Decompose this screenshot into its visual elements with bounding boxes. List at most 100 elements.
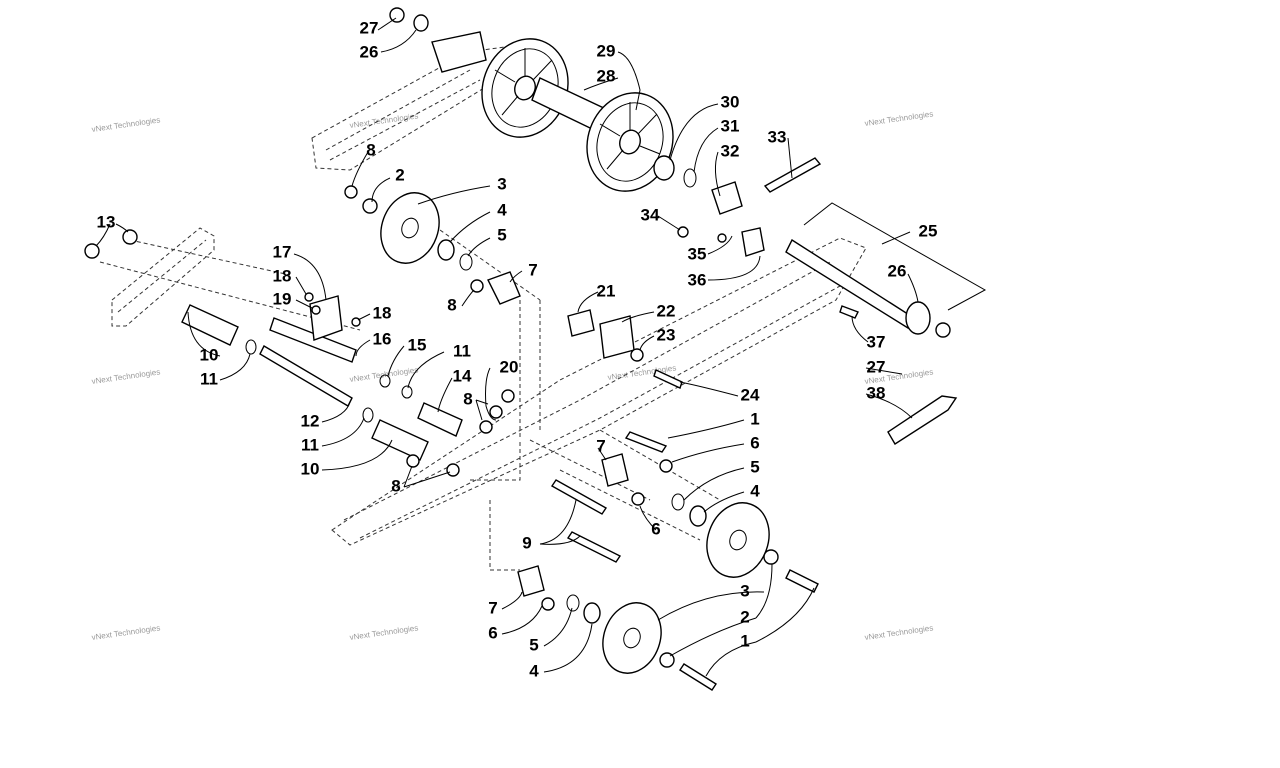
leader	[187, 311, 221, 357]
bearing-4-a	[437, 239, 455, 261]
callout-18: 18	[373, 303, 392, 322]
callout-21: 21	[597, 281, 616, 300]
callout-19: 19	[273, 289, 292, 308]
washer-2-a	[362, 198, 378, 214]
callout-3: 3	[740, 581, 749, 600]
callout-26: 26	[360, 42, 379, 61]
callout-1: 1	[740, 631, 749, 650]
bolt-1-c	[679, 663, 717, 691]
callout-8: 8	[463, 389, 472, 408]
callout-4: 4	[497, 200, 507, 219]
bracket-17	[309, 295, 343, 341]
callout-5: 5	[497, 225, 506, 244]
leader	[577, 291, 599, 313]
leader	[755, 563, 773, 619]
callout-15: 15	[408, 335, 427, 354]
wheel-29-left	[481, 38, 569, 138]
leader-lines	[95, 17, 919, 677]
ring-5-a	[459, 253, 473, 271]
callout-32: 32	[721, 141, 740, 160]
callout-12: 12	[301, 411, 320, 430]
callout-33: 33	[768, 127, 787, 146]
ring-31	[683, 168, 697, 188]
watermark: vNext Technologies	[91, 367, 161, 386]
callout-5: 5	[750, 457, 759, 476]
callout-8: 8	[447, 295, 456, 314]
left-rail-inner	[117, 239, 207, 313]
bolt-24	[653, 369, 683, 389]
leader	[293, 253, 327, 301]
nut-8-a	[344, 185, 358, 199]
callout-23: 23	[657, 325, 676, 344]
callout-2: 2	[740, 607, 749, 626]
leader	[639, 505, 657, 531]
leader	[667, 419, 745, 439]
wheel-29-right	[586, 92, 674, 192]
leader	[355, 339, 371, 357]
callout-6: 6	[488, 623, 497, 642]
callout-25: 25	[919, 221, 938, 240]
leader	[669, 103, 719, 161]
shaft-16	[269, 317, 357, 363]
leader	[539, 499, 581, 545]
callout-10: 10	[301, 459, 320, 478]
rear-axle-assembly	[785, 202, 987, 445]
callout-37: 37	[867, 332, 886, 351]
cap-27	[935, 322, 951, 338]
bearing-4-c	[583, 602, 601, 624]
nut-8-e	[479, 420, 493, 434]
callout-22: 22	[657, 301, 676, 320]
callout-6: 6	[750, 433, 759, 452]
wheel-3-lower	[602, 602, 662, 674]
arm-7-b	[601, 453, 629, 487]
center-parts	[567, 309, 683, 389]
shaft-line	[99, 229, 721, 571]
leader	[683, 467, 745, 501]
callout-29: 29	[597, 41, 616, 60]
bolt-1-b	[785, 569, 819, 593]
callout-7: 7	[488, 598, 497, 617]
leader	[657, 591, 765, 621]
leader	[543, 623, 593, 673]
ring-5-c	[566, 594, 580, 612]
sleeve-14	[417, 402, 463, 437]
watermark: vNext Technologies	[91, 115, 161, 134]
leader	[321, 417, 365, 447]
callout-3: 3	[497, 174, 506, 193]
washer-2-c	[659, 652, 675, 668]
leader	[657, 215, 681, 231]
leader	[95, 223, 111, 247]
sleeve-10-upper	[181, 304, 239, 346]
bracket-27-top	[431, 31, 487, 73]
bolt-18-a	[304, 292, 314, 302]
watermark: vNext Technologies	[864, 623, 934, 642]
leader	[881, 231, 911, 245]
left-rail	[111, 227, 215, 327]
callout-11: 11	[200, 369, 218, 388]
cap-13-a	[84, 243, 100, 259]
callout-30: 30	[721, 92, 740, 111]
callout-5: 5	[529, 635, 538, 654]
bolt-1-a	[624, 431, 668, 453]
nut-8-g	[446, 463, 460, 477]
callout-8: 8	[366, 140, 375, 159]
leader	[707, 235, 733, 255]
cap-13-b	[122, 229, 138, 245]
leader	[475, 399, 489, 421]
nut-6-a	[659, 459, 673, 473]
callout-27: 27	[360, 18, 379, 37]
leader	[851, 315, 869, 343]
center-lines	[99, 229, 721, 571]
leader	[671, 443, 745, 463]
washer-2-b	[763, 549, 779, 565]
watermark: vNext Technologies	[91, 623, 161, 642]
leader	[115, 223, 129, 233]
leader	[597, 447, 607, 461]
block-22	[599, 315, 635, 359]
washer-23	[630, 348, 644, 362]
callout-8: 8	[391, 476, 400, 495]
leader	[639, 335, 655, 351]
leader	[380, 29, 417, 53]
leader	[865, 367, 903, 375]
upper-rail-inner	[325, 69, 481, 161]
